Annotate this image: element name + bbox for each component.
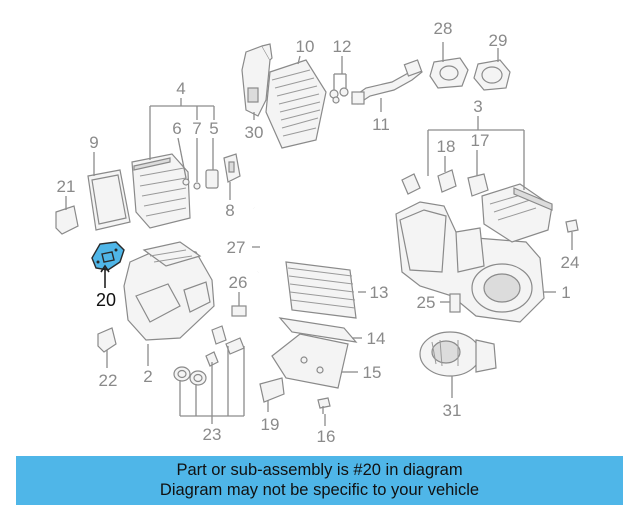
part-16-screw xyxy=(317,397,331,414)
part-9-filter xyxy=(87,169,131,231)
callout-22: 22 xyxy=(99,371,118,390)
part-2-housing xyxy=(123,241,215,341)
callout-labels: 28 29 30 10 12 11 4 6 7 5 9 8 21 20 2 22… xyxy=(57,19,580,446)
callout-16: 16 xyxy=(317,427,336,446)
callout-17: 17 xyxy=(471,131,490,150)
part-15-cover xyxy=(271,333,349,389)
callout-21: 21 xyxy=(57,177,76,196)
info-banner: Part or sub-assembly is #20 in diagram D… xyxy=(16,456,623,505)
part-17-18-actuators xyxy=(401,169,489,197)
callout-27: 27 xyxy=(227,238,246,257)
callout-24: 24 xyxy=(561,253,580,272)
part-29-gasket xyxy=(473,59,511,91)
callout-10: 10 xyxy=(296,37,315,56)
callout-2: 2 xyxy=(143,367,152,386)
callout-11: 11 xyxy=(372,115,390,134)
part-30-valve xyxy=(241,43,273,117)
callout-14: 14 xyxy=(367,329,386,348)
callout-8: 8 xyxy=(225,201,234,220)
part-13-heater-core xyxy=(285,261,357,319)
part-26-valve xyxy=(231,300,247,317)
part-21-bracket xyxy=(55,205,79,235)
callout-20: 20 xyxy=(96,290,116,310)
callout-1: 1 xyxy=(561,283,570,302)
part-8-clip xyxy=(223,153,241,183)
part-14-seal xyxy=(278,317,358,343)
banner-line-2: Diagram may not be specific to your vehi… xyxy=(159,481,480,499)
parts-diagram: 28 29 30 10 12 11 4 6 7 5 9 8 21 20 2 22… xyxy=(55,19,580,446)
callout-25: 25 xyxy=(417,293,436,312)
part-28-gasket xyxy=(429,57,469,89)
part-10-evaporator xyxy=(265,59,327,149)
leader-lines xyxy=(65,42,573,426)
part-1-main-housing xyxy=(395,201,545,323)
callout-9: 9 xyxy=(89,133,98,152)
callout-19: 19 xyxy=(261,415,280,434)
part-6-7-clips xyxy=(182,178,201,190)
part-19-bracket xyxy=(259,377,285,403)
callout-26: 26 xyxy=(229,273,248,292)
part-23-fittings xyxy=(173,325,245,386)
callout-13: 13 xyxy=(370,283,389,302)
part-31-blower xyxy=(419,331,497,377)
callout-3: 3 xyxy=(473,97,482,116)
callout-28: 28 xyxy=(434,19,453,38)
part-3-upper-housing xyxy=(481,183,553,243)
callout-23: 23 xyxy=(203,425,222,444)
callout-6: 6 xyxy=(172,119,181,138)
part-25-sensor xyxy=(449,293,461,313)
part-27-hose xyxy=(253,207,270,273)
callout-15: 15 xyxy=(363,363,382,382)
part-24-screw xyxy=(565,219,579,233)
callout-7: 7 xyxy=(192,119,201,138)
callout-18: 18 xyxy=(437,137,456,156)
part-5-connector xyxy=(205,169,219,189)
part-12-orings xyxy=(329,87,349,104)
part-4-filter-housing xyxy=(131,153,191,229)
callout-4: 4 xyxy=(176,79,185,98)
callout-30: 30 xyxy=(245,123,264,142)
callout-12: 12 xyxy=(333,37,352,56)
part-22-bracket xyxy=(97,327,117,353)
callout-5: 5 xyxy=(209,119,218,138)
part-20-actuator xyxy=(91,241,125,271)
part-11-pipe xyxy=(351,59,423,105)
banner-line-1: Part or sub-assembly is #20 in diagram xyxy=(176,461,463,479)
callout-29: 29 xyxy=(489,31,508,50)
callout-31: 31 xyxy=(443,401,462,420)
